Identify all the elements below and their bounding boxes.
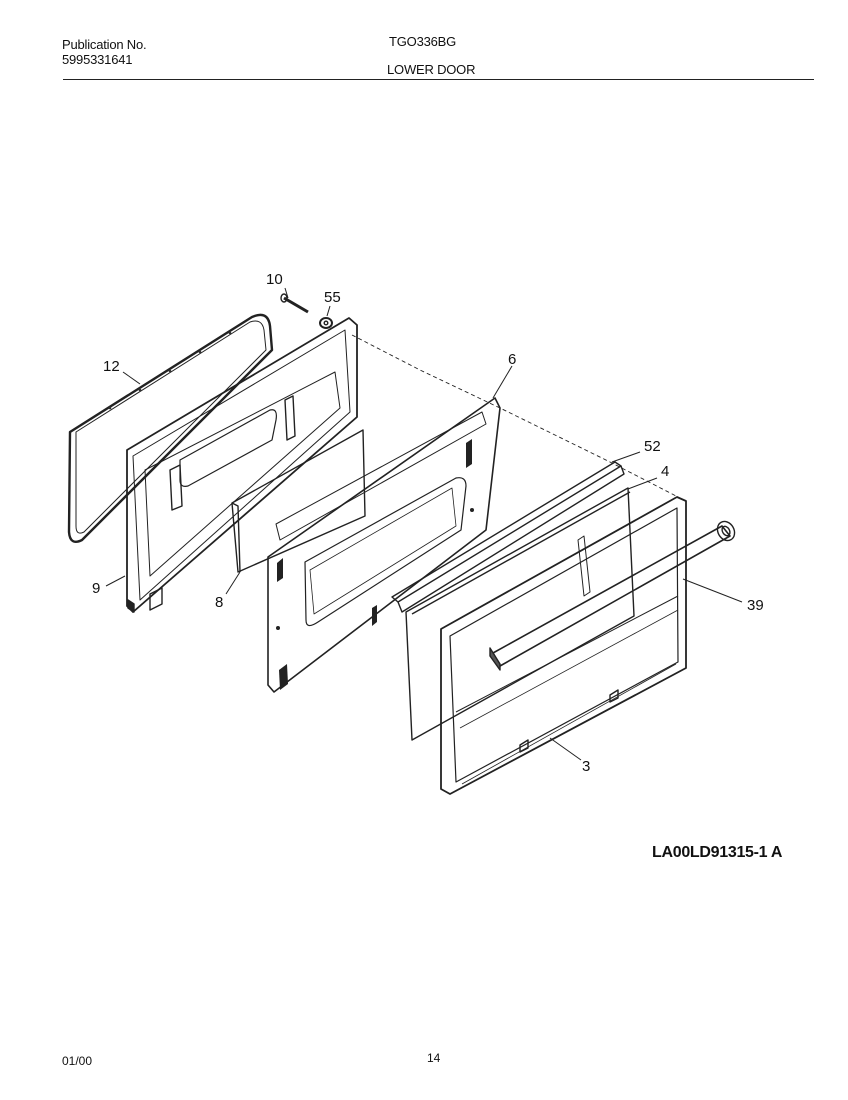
callout-9: 9: [92, 580, 100, 597]
callout-55: 55: [324, 289, 341, 306]
section-title: LOWER DOOR: [387, 62, 476, 77]
publication-label: Publication No.: [62, 37, 147, 52]
screw-part: [280, 293, 309, 314]
outer-glass-part: [405, 487, 635, 741]
door-gasket-part: [67, 313, 274, 543]
callout-10: 10: [266, 271, 283, 288]
callout-52: 52: [644, 438, 661, 455]
callout-3: 3: [582, 758, 590, 775]
washer-part: [319, 317, 333, 329]
footer-date: 01/00: [62, 1054, 93, 1068]
door-panel-part: [267, 397, 501, 693]
reference-code: LA00LD91315-1 A: [652, 844, 783, 861]
outer-door-frame-part: [440, 496, 687, 795]
callout-6: 6: [508, 351, 516, 368]
page-number: 14: [427, 1051, 441, 1065]
inner-door-liner-part: [126, 317, 358, 613]
callout-39: 39: [747, 597, 764, 614]
callout-8: 8: [215, 594, 223, 611]
door-handle-part: [489, 520, 736, 671]
door-trim-part: [391, 461, 625, 613]
leader-lines: [105, 287, 743, 761]
assembly-dashed-line: [351, 334, 679, 498]
inner-glass-part: [231, 429, 366, 573]
callout-4: 4: [661, 463, 669, 480]
publication-number: 5995331641: [62, 52, 133, 67]
callout-12: 12: [103, 358, 120, 375]
model-number: TGO336BG: [389, 34, 457, 49]
header-rule: [63, 79, 814, 80]
